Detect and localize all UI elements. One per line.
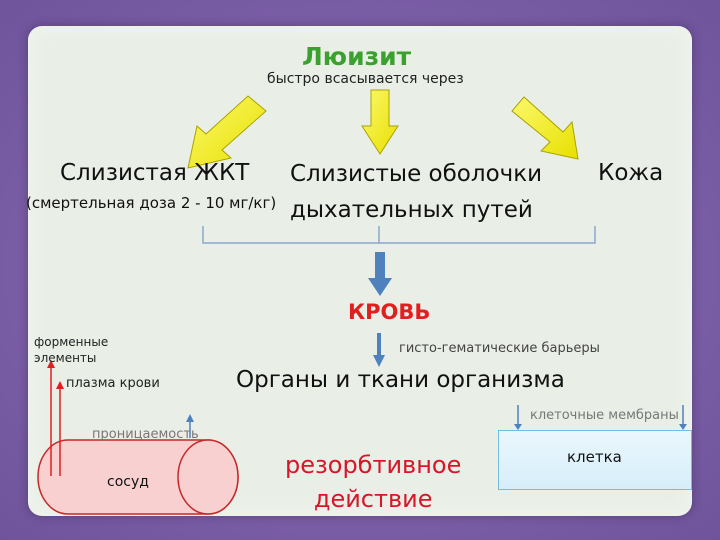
red-arrow-plasma: [56, 381, 64, 476]
diagram-title: Люизит: [302, 42, 412, 71]
plasma-label: плазма крови: [66, 376, 160, 391]
formed-line1: форменные: [34, 335, 109, 349]
route-respiratory-mucosa: Слизистые оболочки дыхательных путей: [290, 156, 542, 228]
blue-arrow-to-organs: [373, 333, 385, 367]
formed-elements-label: форменные элементы: [34, 334, 108, 366]
route-mucosa-line2: дыхательных путей: [290, 197, 533, 223]
yellow-arrow-center: [361, 89, 399, 155]
red-arrow-formed: [47, 360, 55, 476]
route-skin: Кожа: [598, 160, 664, 186]
vessel-label: сосуд: [107, 474, 149, 490]
blue-arrow-to-blood: [368, 252, 392, 296]
blood-label: КРОВЬ: [348, 300, 431, 324]
histo-barriers-label: гисто-гематические барьеры: [399, 341, 600, 356]
resorb-line1: резорбтивное: [285, 451, 462, 479]
organs-label: Органы и ткани организма: [236, 367, 565, 393]
cell-membrane-arrows: [514, 405, 687, 430]
blue-arrow-permeability: [186, 414, 194, 438]
formed-line2: элементы: [34, 351, 97, 365]
cell-box: [498, 430, 692, 490]
yellow-arrow-right: [511, 96, 579, 160]
diagram-subtitle: быстро всасывается через: [267, 71, 464, 87]
resorptive-effect-label: резорбтивное действие: [285, 448, 461, 516]
yellow-arrow-left: [187, 95, 267, 169]
route-gkt-dose: (смертельная доза 2 - 10 мг/кг): [26, 194, 277, 212]
permeability-label: проницаемость: [92, 427, 199, 442]
cell-membranes-label: клеточные мембраны: [530, 408, 679, 423]
route-bracket: [202, 226, 596, 244]
vessel-cylinder: [37, 439, 239, 515]
resorb-line2: действие: [313, 485, 433, 513]
route-gkt: Слизистая ЖКТ: [60, 160, 250, 186]
route-mucosa-line1: Слизистые оболочки: [290, 161, 543, 187]
cell-label: клетка: [567, 448, 622, 466]
